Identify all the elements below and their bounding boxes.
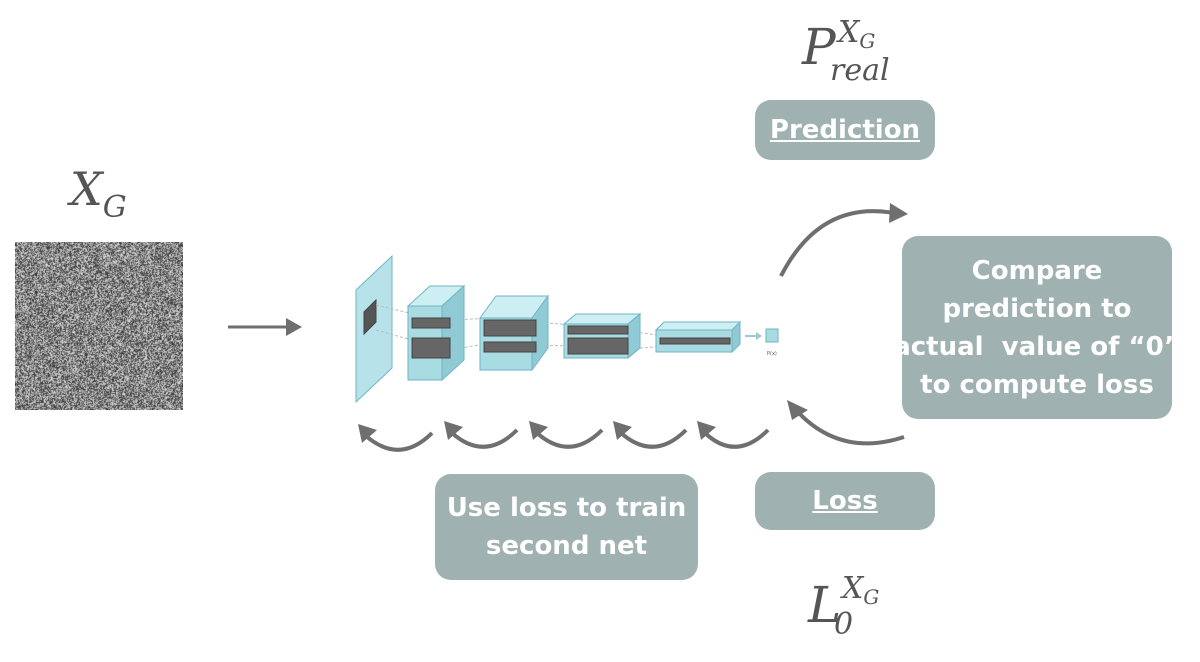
train-box: Use loss to train second net — [435, 474, 698, 580]
prediction-symbol-base: P — [802, 18, 836, 76]
prediction-symbol: P XG real — [802, 18, 890, 86]
backprop-arrow-1 — [358, 424, 434, 452]
network-output — [745, 328, 779, 343]
loss-symbol-sub: 0 — [834, 607, 854, 642]
layer-1 — [355, 254, 393, 404]
backprop-arrows — [358, 421, 770, 452]
compare-line-2: prediction to — [942, 293, 1132, 324]
neural-network — [355, 254, 779, 404]
compare-line-1: Compare — [971, 255, 1103, 286]
network-output-label: P(x) — [767, 351, 777, 357]
loss-label: Loss — [812, 486, 878, 516]
loss-symbol-base: L — [808, 576, 842, 634]
layer-3 — [479, 294, 549, 372]
prediction-arrow — [779, 203, 908, 277]
prediction-symbol-sub: real — [830, 53, 890, 88]
backprop-arrow-5 — [697, 421, 770, 449]
compare-box: Compare prediction to actual value of “0… — [893, 236, 1181, 419]
train-line-1: Use loss to train — [446, 493, 687, 523]
loss-symbol-sup: XG — [842, 571, 880, 609]
input-symbol-sub: G — [102, 190, 127, 225]
compare-line-4: to compute loss — [920, 369, 1154, 400]
backprop-arrow-4 — [613, 421, 688, 449]
loss-symbol: L XG 0 — [808, 574, 879, 640]
input-arrow — [228, 318, 302, 336]
compare-line-3: actual value of “0” — [893, 331, 1181, 362]
input-symbol: XG — [70, 166, 127, 223]
input-symbol-base: X — [70, 162, 103, 216]
prediction-label: Prediction — [769, 115, 921, 145]
layer-2 — [406, 284, 466, 382]
noise-image — [15, 242, 183, 410]
train-line-2: second net — [485, 531, 648, 561]
backprop-arrow-2 — [444, 421, 519, 449]
layer-5 — [654, 320, 742, 354]
loss-box: Loss — [755, 472, 935, 530]
layer-4 — [562, 312, 642, 360]
loss-return-arrow — [787, 400, 905, 446]
prediction-symbol-sup: XG — [838, 15, 876, 53]
prediction-box: Prediction — [755, 100, 935, 160]
backprop-arrow-3 — [529, 421, 604, 449]
